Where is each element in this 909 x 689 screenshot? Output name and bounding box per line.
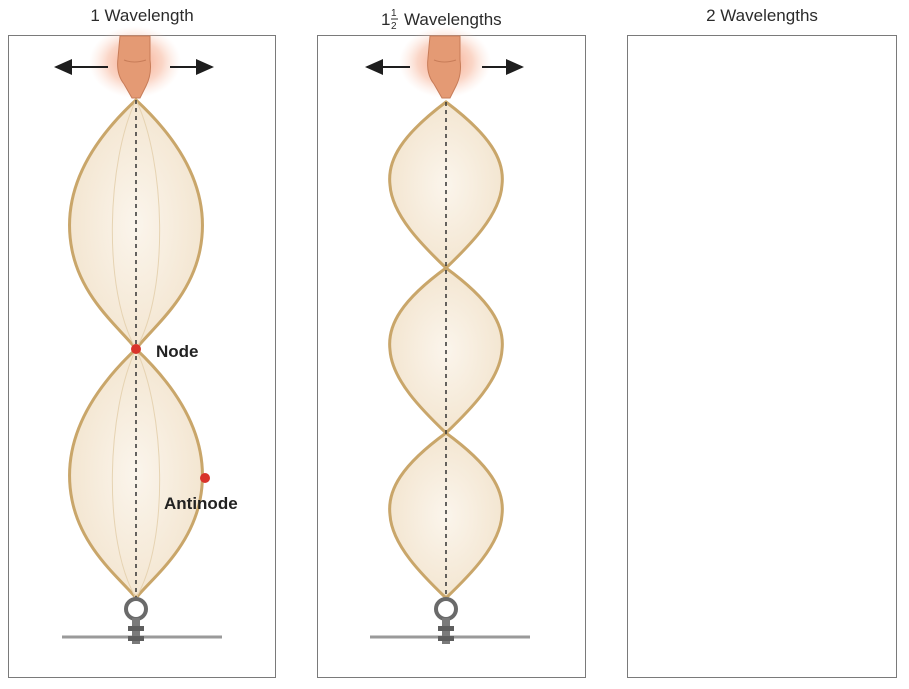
panel-2-wavelengths-empty [627, 35, 897, 678]
panel-1-wavelength [8, 35, 276, 678]
svg-text:1: 1 [381, 10, 390, 29]
panel-3-title: 2 Wavelengths [706, 6, 818, 25]
panel-1-5-wavelengths [317, 35, 586, 678]
svg-text:2: 2 [391, 21, 397, 32]
panel-1-title: 1 Wavelength [90, 6, 194, 25]
svg-text:1: 1 [391, 8, 397, 19]
svg-text:Wavelengths: Wavelengths [404, 10, 502, 29]
